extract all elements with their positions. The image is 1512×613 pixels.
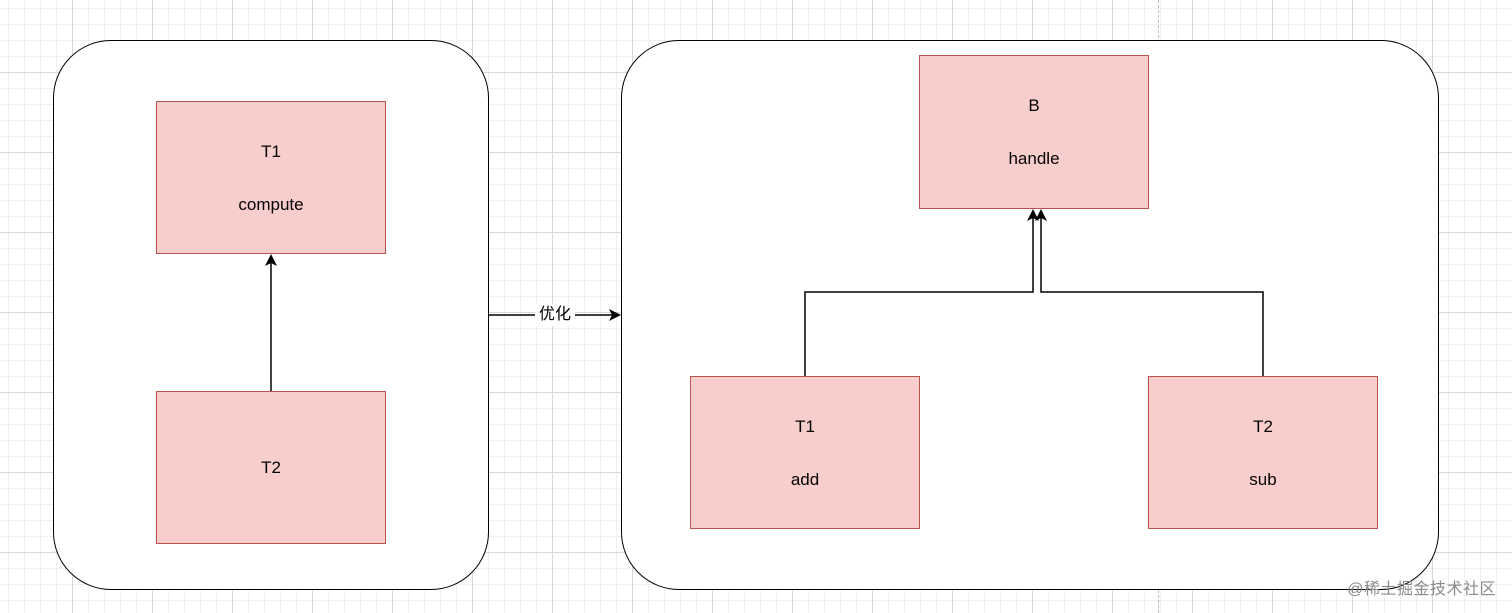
- node-name: T1: [795, 416, 815, 436]
- optimize-label: 优化: [535, 304, 575, 326]
- node-t1-compute[interactable]: T1 compute: [156, 101, 386, 254]
- node-b-handle[interactable]: B handle: [919, 55, 1149, 209]
- edge-add-to-handle[interactable]: [804, 209, 1039, 376]
- node-name: T2: [261, 458, 281, 477]
- node-name: T2: [1253, 416, 1273, 436]
- node-method: handle: [1008, 149, 1060, 168]
- node-name: T1: [261, 141, 281, 161]
- edge-sub-to-handle[interactable]: [1035, 209, 1264, 376]
- node-t1-add[interactable]: T1 add: [690, 376, 920, 529]
- node-t2-sub[interactable]: T2 sub: [1148, 376, 1378, 529]
- node-method: compute: [238, 194, 304, 214]
- node-t2[interactable]: T2: [156, 391, 386, 544]
- node-name: B: [1028, 96, 1040, 115]
- watermark: @稀土掘金技术社区: [1347, 581, 1496, 598]
- node-method: add: [790, 469, 820, 489]
- node-method: sub: [1249, 469, 1277, 489]
